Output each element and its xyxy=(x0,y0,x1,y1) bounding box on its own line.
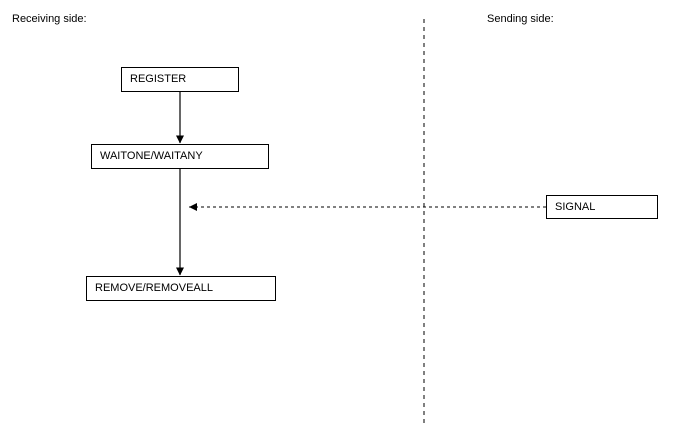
node-register[interactable]: REGISTER xyxy=(121,67,239,92)
node-remove-removeall-label: REMOVE/REMOVEALL xyxy=(95,282,213,294)
node-signal-label: SIGNAL xyxy=(555,200,596,213)
node-signal[interactable]: SIGNAL xyxy=(546,195,658,219)
node-remove-removeall[interactable]: REMOVE/REMOVEALL xyxy=(86,276,276,301)
node-waitone-waitany[interactable]: WAITONE/WAITANY xyxy=(91,144,269,169)
receiving-side-label: Receiving side: xyxy=(12,13,87,25)
node-register-label: REGISTER xyxy=(130,73,187,85)
node-waitone-waitany-label: WAITONE/WAITANY xyxy=(100,150,203,162)
sending-side-label: Sending side: xyxy=(487,13,554,25)
